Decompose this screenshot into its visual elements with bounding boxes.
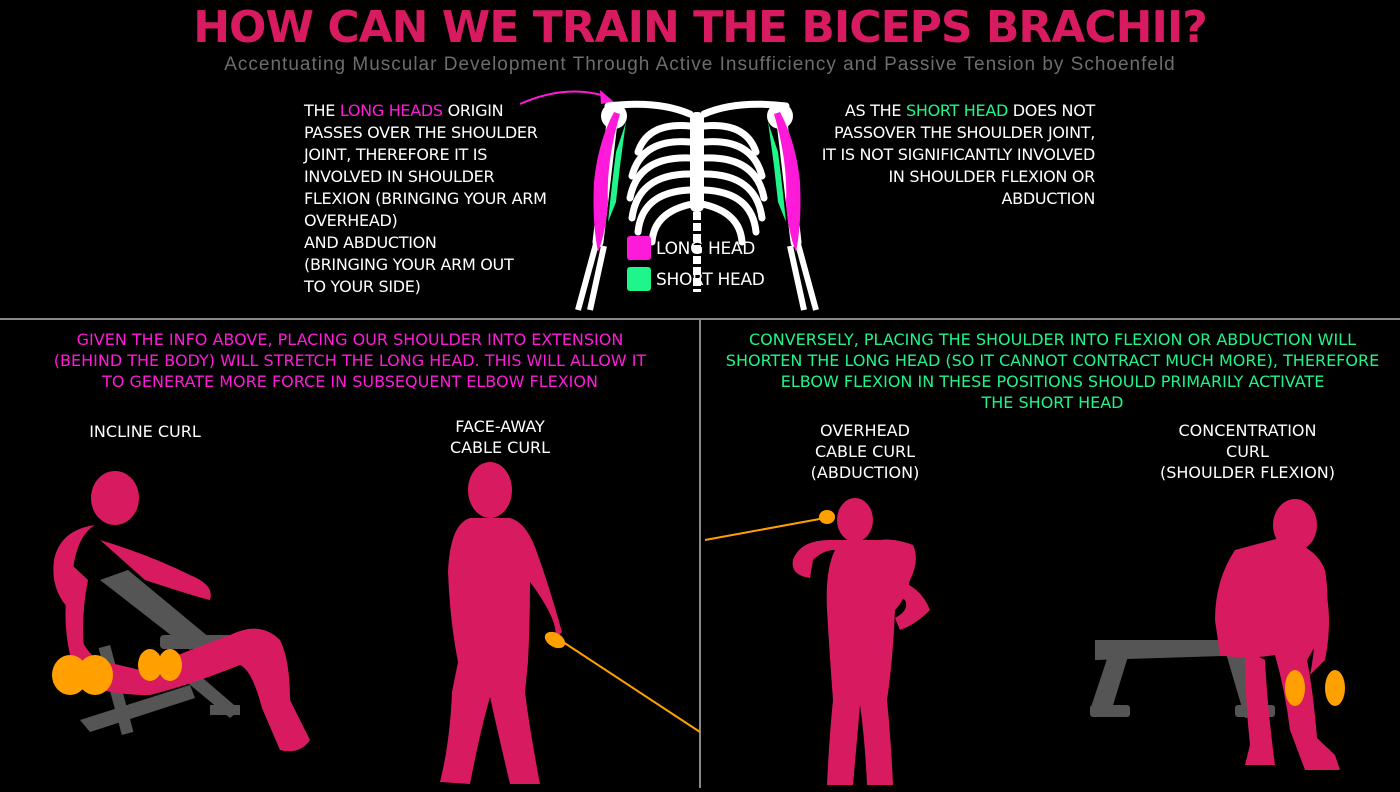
- long-head-note: THE LONG HEADS ORIGIN PASSES OVER THE SH…: [304, 101, 547, 296]
- short-head-highlight: SHORT HEAD: [905, 101, 1008, 120]
- label-face-away-cable-curl: FACE-AWAY CABLE CURL: [449, 417, 551, 457]
- label-overhead-cable-curl: OVERHEAD CABLE CURL (ABDUCTION): [810, 421, 920, 482]
- skeleton-torso-illustration: [575, 100, 819, 311]
- horizontal-divider: [0, 318, 1400, 320]
- extension-caption: GIVEN THE INFO ABOVE, PLACING OUR SHOULD…: [53, 330, 647, 391]
- flexion-caption: CONVERSELY, PLACING THE SHOULDER INTO FL…: [725, 330, 1380, 412]
- incline-curl-figure: [52, 471, 310, 752]
- short-head-swatch: [627, 267, 651, 291]
- concentration-curl-figure: [1090, 499, 1345, 770]
- overhead-cable-curl-figure: [704, 498, 930, 785]
- vertical-divider: [699, 320, 701, 788]
- long-head-swatch: [627, 236, 651, 260]
- face-away-cable-curl-figure: [440, 462, 701, 784]
- label-incline-curl: INCLINE CURL: [89, 422, 201, 441]
- page-title: HOW CAN WE TRAIN THE BICEPS BRACHII?: [193, 2, 1208, 53]
- label-concentration-curl: CONCENTRATION CURL (SHOULDER FLEXION): [1160, 421, 1335, 482]
- legend-short-head: SHORT HEAD: [656, 270, 765, 290]
- legend-long-head: LONG HEAD: [656, 239, 756, 259]
- long-head-highlight: LONG HEADS: [339, 101, 443, 120]
- short-head-note: AS THE SHORT HEAD DOES NOT PASSOVER THE …: [821, 101, 1096, 208]
- page-subtitle: Accentuating Muscular Development Throug…: [224, 54, 1176, 75]
